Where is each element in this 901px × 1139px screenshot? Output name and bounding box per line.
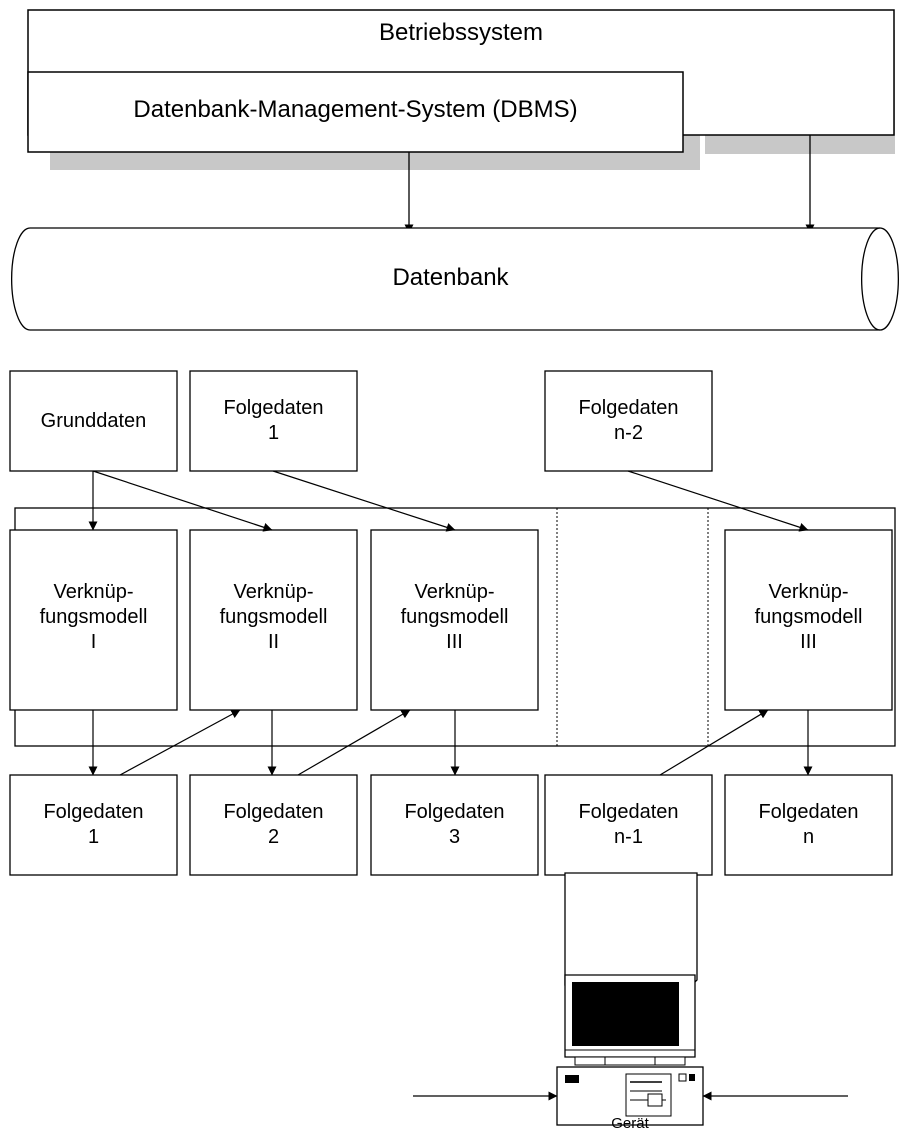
source-label-folgedaten-n-2: Folgedaten n-2 <box>545 396 712 446</box>
output-box-n-1 <box>544 774 713 876</box>
arrow-grunddaten-to-model-2 <box>92 470 273 532</box>
model-box-4 <box>724 529 893 711</box>
computer-icon <box>556 872 704 1126</box>
model-line2: fungsmodell <box>400 606 509 628</box>
source-line2: 1 <box>267 422 280 444</box>
source-label-folgedaten-1: Folgedaten 1 <box>190 396 357 446</box>
power-light <box>565 1075 579 1083</box>
source-label-grunddaten: Grunddaten <box>10 409 177 434</box>
model-line1: Verknüp- <box>414 581 495 603</box>
model-label-1: Verknüp- fungsmodell I <box>10 580 177 655</box>
monitor-display <box>572 982 679 1046</box>
source-line1: Grunddaten <box>40 410 147 432</box>
output-line2: n-1 <box>614 826 643 848</box>
model-line3: II <box>267 631 280 653</box>
monitor-stand <box>574 1056 686 1066</box>
output-line2: 1 <box>87 826 100 848</box>
os-label: Betriebssystem <box>378 19 544 46</box>
output-box-1 <box>9 774 178 876</box>
source-box-folgedaten-n-2 <box>544 370 713 472</box>
arrow-folgedaten-1-to-model-3 <box>272 470 456 532</box>
model-line3: III <box>800 631 817 653</box>
dbms-box <box>27 71 684 153</box>
arrow-output-n-1-to-model-4 <box>659 709 769 776</box>
source-line1: Folgedaten <box>578 397 679 419</box>
output-line2: 2 <box>267 826 280 848</box>
output-box-n <box>724 774 893 876</box>
output-label-n: Folgedaten n <box>725 800 892 850</box>
source-line2: n-2 <box>614 422 643 444</box>
output-line1: Folgedaten <box>223 801 324 823</box>
database-cylinder-end <box>861 227 881 331</box>
model-line1: Verknüp- <box>233 581 314 603</box>
output-line2: 3 <box>448 826 461 848</box>
dbms-label: Datenbank-Management-System (DBMS) <box>133 96 578 123</box>
output-label-3: Folgedaten 3 <box>371 800 538 850</box>
output-line2: n <box>802 826 815 848</box>
model-line2: fungsmodell <box>39 606 148 628</box>
model-label-4: Verknüp- fungsmodell III <box>725 580 892 655</box>
database-label: Datenbank <box>392 264 509 291</box>
model-line1: Verknüp- <box>768 581 849 603</box>
drive-slot <box>647 1093 663 1107</box>
model-box-1 <box>9 529 178 711</box>
output-label-1: Folgedaten 1 <box>10 800 177 850</box>
model-line2: fungsmodell <box>219 606 328 628</box>
output-label-2: Folgedaten 2 <box>190 800 357 850</box>
device-label: Gerät <box>611 1115 649 1132</box>
model-line3: III <box>446 631 463 653</box>
output-line1: Folgedaten <box>578 801 679 823</box>
model-box-2 <box>189 529 358 711</box>
output-box-3 <box>370 774 539 876</box>
output-line1: Folgedaten <box>404 801 505 823</box>
button-2 <box>689 1074 695 1081</box>
output-label-n-1: Folgedaten n-1 <box>545 800 712 850</box>
model-label-3: Verknüp- fungsmodell III <box>371 580 538 655</box>
model-line2: fungsmodell <box>754 606 863 628</box>
button-1 <box>678 1073 687 1082</box>
model-label-2: Verknüp- fungsmodell II <box>190 580 357 655</box>
arrow-folgedaten-n-2-to-model-4 <box>627 470 809 532</box>
output-box-2 <box>189 774 358 876</box>
arrow-output-2-to-model-3 <box>297 709 411 776</box>
source-line1: Folgedaten <box>223 397 324 419</box>
model-line1: Verknüp- <box>53 581 134 603</box>
output-line1: Folgedaten <box>43 801 144 823</box>
output-line1: Folgedaten <box>758 801 859 823</box>
model-line3: I <box>90 631 97 653</box>
arrow-output-1-to-model-2 <box>119 709 241 776</box>
monitor-frame <box>564 872 698 986</box>
